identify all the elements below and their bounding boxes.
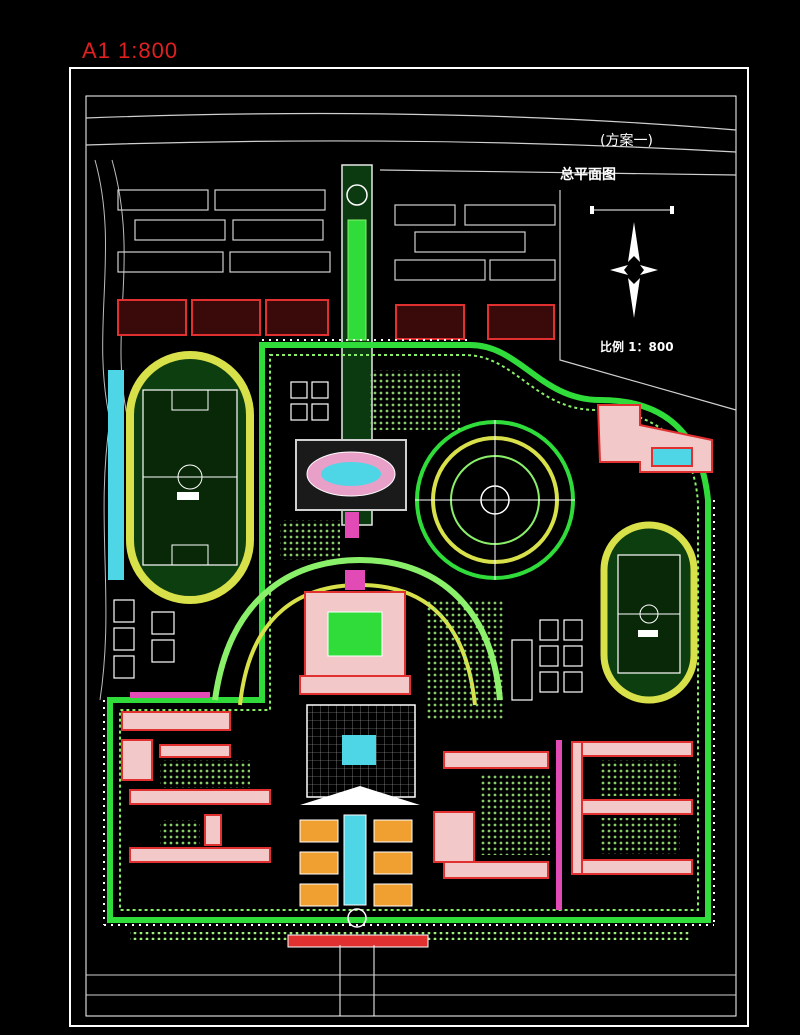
south-axis-blocks [299, 819, 413, 907]
circular-plaza [415, 420, 575, 580]
inner-frame [85, 95, 737, 1017]
right-sports-field [600, 521, 698, 704]
landscape-patches [160, 370, 680, 855]
scheme-label: (方案一) [600, 133, 653, 149]
left-teaching-complex [121, 711, 271, 863]
main-square [300, 704, 420, 906]
scale-note: 比例 1：800 [600, 340, 674, 354]
sheet-size-label: A1 1:800 [82, 38, 179, 63]
upper-right-building [596, 404, 713, 473]
tree-rows [103, 339, 715, 926]
left-courts [113, 599, 175, 679]
drawing-frame [69, 67, 749, 1027]
left-sports-field [108, 351, 254, 604]
central-library [299, 570, 411, 695]
upper-courts [290, 381, 329, 421]
right-courts [511, 619, 583, 701]
right-teaching-complex [433, 741, 693, 879]
north-arrow-icon [590, 206, 674, 318]
south-entrance [86, 908, 736, 1016]
central-auditorium [295, 439, 407, 538]
campus-ring [107, 342, 711, 923]
residential-blocks-left [117, 189, 331, 273]
red-buildings-row [117, 299, 555, 340]
residential-blocks-right [394, 204, 556, 281]
plan-title: 总平面图 [560, 167, 616, 183]
top-road [85, 112, 737, 411]
pink-walkways [130, 692, 562, 910]
